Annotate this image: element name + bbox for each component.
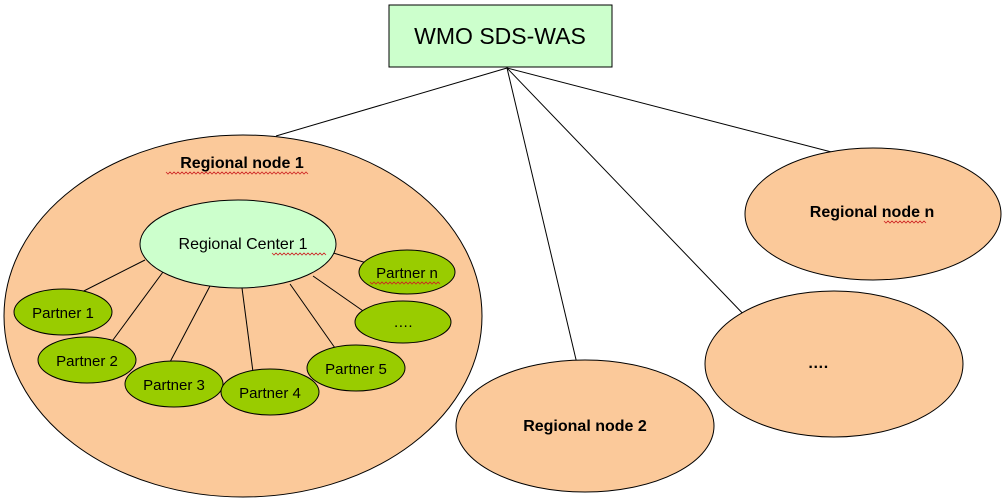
partner-dots-ellipse xyxy=(354,300,452,344)
connector-center-partner-dots xyxy=(312,275,367,314)
connector-root-node-dots xyxy=(506,67,750,321)
partner-4-ellipse xyxy=(220,368,320,416)
connector-center-partner-n xyxy=(329,251,371,265)
connector-center-partner-4 xyxy=(241,287,254,373)
connector-root-node-n xyxy=(506,67,844,156)
root-label: WMO SDS-WAS xyxy=(414,23,586,49)
regional-node-dots-ellipse xyxy=(704,290,964,438)
regional-node-2-label: Regional node 2 xyxy=(523,418,647,435)
connector-center-partner-3 xyxy=(169,285,211,363)
regional-node-1-ellipse xyxy=(3,134,483,498)
partner-n-label: Partner n xyxy=(376,265,438,282)
partner-1-ellipse xyxy=(13,288,113,336)
root-connectors xyxy=(275,67,844,369)
root-box xyxy=(388,4,613,68)
regional-node-n-label: Regional node n xyxy=(810,204,934,221)
partner-2-ellipse xyxy=(37,336,137,384)
connector-root-node-1 xyxy=(275,67,508,137)
regional-node-dots-label: …. xyxy=(808,355,828,372)
partner-3-label: Partner 3 xyxy=(143,377,205,394)
regional-center-1-label: Regional Center 1 xyxy=(179,236,308,253)
squiggle-regional-node-n xyxy=(883,220,927,224)
partner-3-ellipse xyxy=(124,360,224,408)
regional-node-2-ellipse xyxy=(455,359,715,493)
connector-root-node-2 xyxy=(506,67,579,369)
partner-1-label: Partner 1 xyxy=(32,305,94,322)
partner-2-label: Partner 2 xyxy=(56,353,118,370)
partner-4-label: Partner 4 xyxy=(239,385,301,402)
regional-node-1-label: Regional node 1 xyxy=(180,155,304,172)
regional-node-n-ellipse xyxy=(744,147,1002,281)
partner-5-ellipse xyxy=(306,344,406,392)
squiggle-regional-center xyxy=(271,252,327,256)
connector-center-partner-5 xyxy=(289,283,336,349)
partner-dots-label: …. xyxy=(393,314,412,331)
spellcheck-squiggles xyxy=(165,171,927,285)
partner-5-label: Partner 5 xyxy=(325,361,387,378)
connector-center-partner-2 xyxy=(109,271,164,345)
squiggle-regional-node-1 xyxy=(165,171,309,175)
squiggle-partner-n xyxy=(369,281,441,285)
regional-center-1-ellipse xyxy=(139,199,337,289)
